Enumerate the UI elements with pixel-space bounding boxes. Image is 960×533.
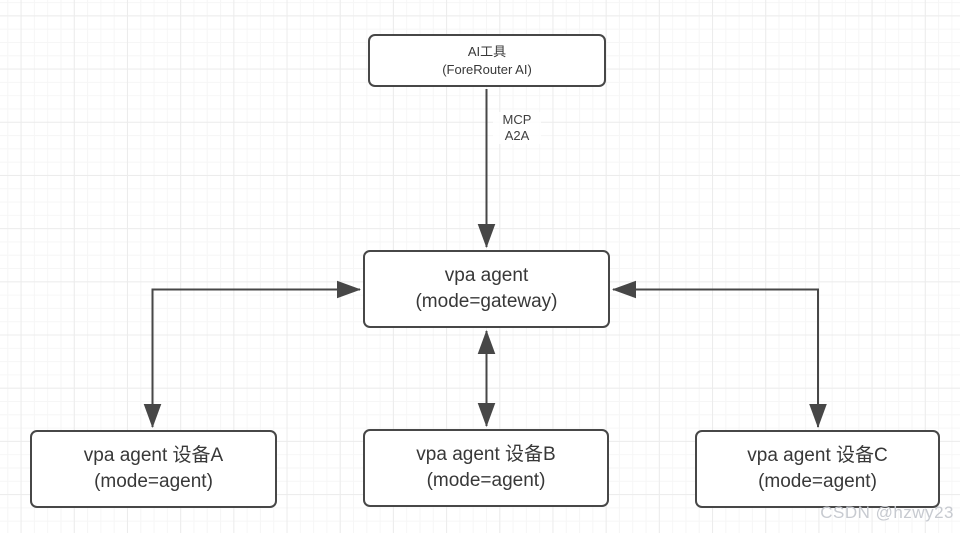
node-gateway-title: vpa agent — [444, 265, 529, 286]
node-device-c-subtitle: (mode=agent) — [758, 471, 877, 492]
edge-label-mcp: MCP — [502, 112, 532, 127]
connector-gateway-device-c — [612, 280, 827, 428]
node-device-c-title: vpa agent 设备C — [747, 445, 888, 466]
edge-label-a2a: A2A — [504, 128, 530, 143]
node-ai-tool: AI工具 (ForeRouter AI) — [368, 34, 606, 87]
edge-label-mcp-a2a: MCP A2A — [493, 112, 541, 144]
csdn-watermark: CSDN @hzwy23 — [820, 503, 954, 522]
node-device-c: vpa agent 设备C (mode=agent) — [695, 430, 940, 508]
node-device-a: vpa agent 设备A (mode=agent) — [30, 430, 277, 508]
node-ai-tool-title: AI工具 — [467, 44, 507, 59]
node-device-b-subtitle: (mode=agent) — [426, 470, 546, 491]
node-gateway-subtitle: (mode=gateway) — [415, 291, 558, 312]
node-device-b: vpa agent 设备B (mode=agent) — [363, 429, 609, 507]
node-device-a-subtitle: (mode=agent) — [94, 471, 213, 492]
node-gateway: vpa agent (mode=gateway) — [363, 250, 610, 328]
connector-gateway-device-a — [143, 280, 361, 428]
node-device-a-title: vpa agent 设备A — [83, 445, 224, 466]
node-ai-tool-subtitle: (ForeRouter AI) — [442, 61, 532, 77]
node-device-b-title: vpa agent 设备B — [416, 444, 556, 465]
